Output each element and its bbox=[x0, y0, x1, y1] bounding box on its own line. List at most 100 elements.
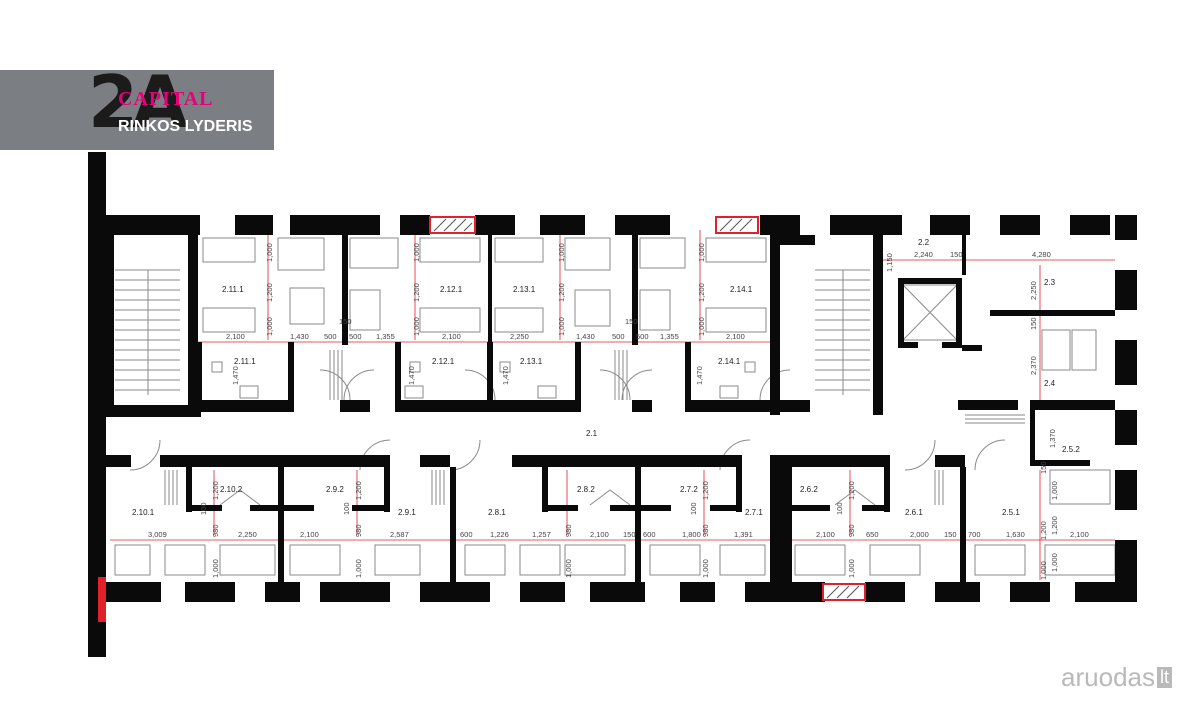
room-label: 2.6.2 bbox=[800, 485, 818, 494]
dimension-label: 2,000 bbox=[910, 530, 929, 539]
dimension-label: 650 bbox=[866, 530, 879, 539]
dimension-label: 600 bbox=[643, 530, 656, 539]
dimension-label: 500 bbox=[636, 332, 649, 341]
dimension-label: 1,000 bbox=[697, 317, 706, 336]
dimension-label: 1,000 bbox=[1039, 561, 1048, 580]
dimension-label: 150 bbox=[625, 317, 638, 326]
dimension-label: 1,200 bbox=[265, 283, 274, 302]
dimension-label: 2,100 bbox=[442, 332, 461, 341]
room-label: 2.4 bbox=[1044, 379, 1056, 388]
dimension-label: 2,100 bbox=[226, 332, 245, 341]
dimension-label: 1,200 bbox=[557, 283, 566, 302]
dimension-label: 1,000 bbox=[701, 559, 710, 578]
dimension-label: 150 bbox=[623, 530, 636, 539]
dimension-label: 1,226 bbox=[490, 530, 509, 539]
dimension-label: 100 bbox=[689, 502, 698, 515]
dimension-label: 2,250 bbox=[1029, 281, 1038, 300]
dimension-label: 1,000 bbox=[1050, 553, 1059, 572]
dimension-label: 150 bbox=[1039, 461, 1048, 474]
dimension-label: 700 bbox=[968, 530, 981, 539]
dimension-labels: 1,000 1,200 1,000 1,000 1,200 1,000 1,00… bbox=[148, 243, 1089, 580]
dimension-label: 1,630 bbox=[1006, 530, 1025, 539]
logo-mark: 2A bbox=[88, 60, 188, 144]
dimension-label: 100 bbox=[199, 502, 208, 515]
dimension-label: 1,000 bbox=[847, 559, 856, 578]
dimension-label: 1,200 bbox=[412, 283, 421, 302]
room-label: 2.7.1 bbox=[745, 508, 763, 517]
dimension-label: 150 bbox=[1029, 317, 1038, 330]
dimension-label: 1,470 bbox=[231, 366, 240, 385]
watermark-tld: lt bbox=[1157, 667, 1172, 688]
room-label: 2.10.2 bbox=[220, 485, 243, 494]
logo-brand: CAPITAL bbox=[118, 88, 214, 110]
room-label: 2.10.1 bbox=[132, 508, 155, 517]
watermark-name: aruodas bbox=[1061, 662, 1155, 692]
dimension-label: 2,250 bbox=[510, 332, 529, 341]
dimension-label: 1,000 bbox=[412, 243, 421, 262]
dimension-label: 1,800 bbox=[682, 530, 701, 539]
dimension-label: 2,250 bbox=[238, 530, 257, 539]
dimension-label: 500 bbox=[324, 332, 337, 341]
dimension-label: 2,370 bbox=[1029, 356, 1038, 375]
dimension-label: 1,000 bbox=[697, 243, 706, 262]
dimension-label: 100 bbox=[835, 502, 844, 515]
dimension-label: 1,430 bbox=[576, 332, 595, 341]
dimension-label: 3,009 bbox=[148, 530, 167, 539]
room-label: 2.12.1 bbox=[432, 357, 455, 366]
dimension-label: 980 bbox=[701, 524, 710, 537]
dimension-label: 1,200 bbox=[701, 481, 710, 500]
dimension-label: 600 bbox=[460, 530, 473, 539]
room-label: 2.8.1 bbox=[488, 508, 506, 517]
dimension-label: 2,100 bbox=[816, 530, 835, 539]
dimension-label: 100 bbox=[342, 502, 351, 515]
dimension-label: 150 bbox=[944, 530, 957, 539]
room-label: 2.6.1 bbox=[905, 508, 923, 517]
dimension-label: 1,150 bbox=[885, 253, 894, 272]
room-label: 2.9.1 bbox=[398, 508, 416, 517]
dimension-label: 1,000 bbox=[557, 243, 566, 262]
dimension-label: 1,430 bbox=[290, 332, 309, 341]
logo-tagline: RINKOS LYDERIS bbox=[118, 118, 253, 135]
dimension-label: 500 bbox=[349, 332, 362, 341]
room-label: 2.11.1 bbox=[222, 285, 244, 294]
room-label: 2.14.1 bbox=[718, 357, 741, 366]
room-label: 2.2 bbox=[918, 238, 930, 247]
room-label: 2.9.2 bbox=[326, 485, 344, 494]
furniture-layer bbox=[114, 237, 1116, 576]
room-label: 2.3 bbox=[1044, 278, 1056, 287]
dimension-label: 2,100 bbox=[1070, 530, 1089, 539]
dimension-label: 1,000 bbox=[1050, 481, 1059, 500]
dimension-label: 2,240 bbox=[914, 250, 933, 259]
dimension-label: 1,391 bbox=[734, 530, 753, 539]
dimension-label: 1,355 bbox=[660, 332, 679, 341]
dimension-label: 980 bbox=[847, 524, 856, 537]
dimension-label: 1,200 bbox=[211, 481, 220, 500]
dimension-label: 980 bbox=[354, 524, 363, 537]
hatched-markers bbox=[98, 216, 866, 622]
dimension-label: 150 bbox=[339, 317, 352, 326]
dimension-label: 1,000 bbox=[557, 317, 566, 336]
dimension-label: 1,370 bbox=[1048, 429, 1057, 448]
room-label: 2.11.1 bbox=[234, 357, 256, 366]
dimension-label: 1,257 bbox=[532, 530, 551, 539]
dimension-label: 500 bbox=[612, 332, 625, 341]
dimension-label: 980 bbox=[564, 524, 573, 537]
room-label: 2.13.1 bbox=[520, 357, 543, 366]
dimension-label: 1,000 bbox=[354, 559, 363, 578]
brand-logo: 2A CAPITAL RINKOS LYDERIS bbox=[0, 66, 274, 150]
dimension-label: 2,100 bbox=[590, 530, 609, 539]
dimension-label: 1,470 bbox=[407, 366, 416, 385]
dimension-label: 4,280 bbox=[1032, 250, 1051, 259]
dimension-label: 980 bbox=[211, 524, 220, 537]
dimension-label: 2,100 bbox=[300, 530, 319, 539]
walls bbox=[88, 152, 1137, 657]
dimension-label: 1,000 bbox=[412, 317, 421, 336]
room-label: 2.1 bbox=[586, 429, 598, 438]
dimension-label: 1,200 bbox=[354, 481, 363, 500]
dimension-label: 1,000 bbox=[265, 243, 274, 262]
dimension-label: 1,000 bbox=[564, 559, 573, 578]
room-label: 2.13.1 bbox=[513, 285, 536, 294]
dimension-label: 1,470 bbox=[501, 366, 510, 385]
